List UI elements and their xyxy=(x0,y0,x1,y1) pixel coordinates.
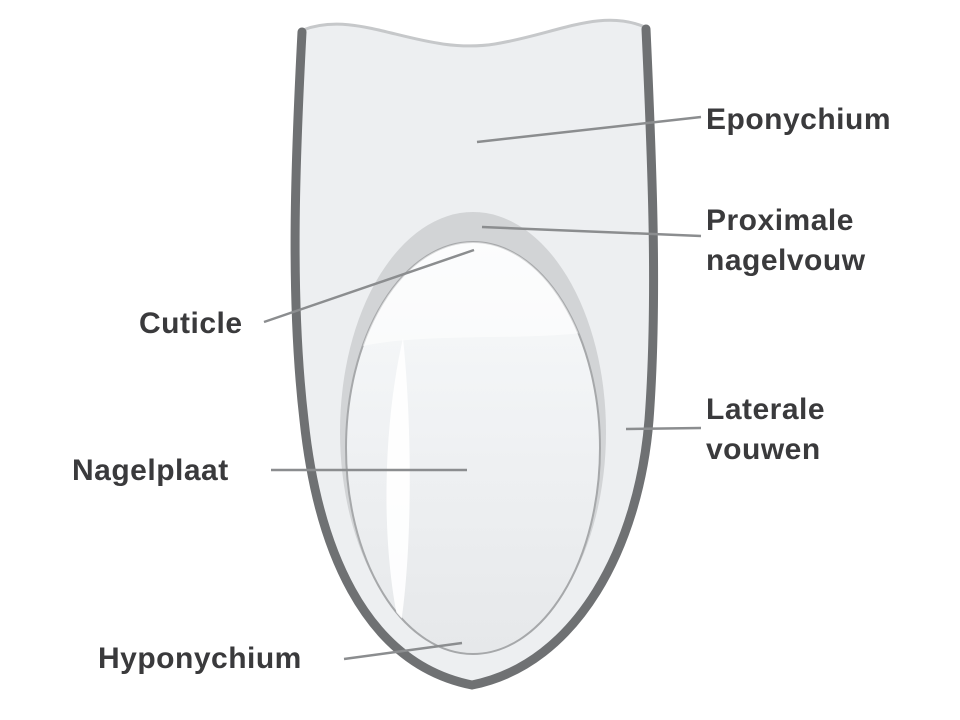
nail-shine xyxy=(386,338,410,630)
label-eponychium: Eponychium xyxy=(706,103,892,136)
label-hyponychium: Hyponychium xyxy=(98,642,302,675)
label-laterale-vouwen: Laterale vouwen xyxy=(706,393,826,466)
finger-outline xyxy=(290,24,659,690)
skin-crease-line xyxy=(301,18,647,48)
leader-line-hyponychium xyxy=(343,641,463,661)
leader-line-eponychium xyxy=(476,115,702,144)
label-cuticle: Cuticle xyxy=(139,307,243,340)
leader-lines xyxy=(263,115,702,661)
label-nagelplaat: Nagelplaat xyxy=(72,454,229,487)
label-proximale-nagelvouw: Proximale nagelvouw xyxy=(706,204,866,277)
leader-line-proximale-nagelvouw xyxy=(481,225,702,238)
leader-line-cuticle xyxy=(263,248,475,324)
leader-line-laterale-vouwen xyxy=(625,426,702,431)
